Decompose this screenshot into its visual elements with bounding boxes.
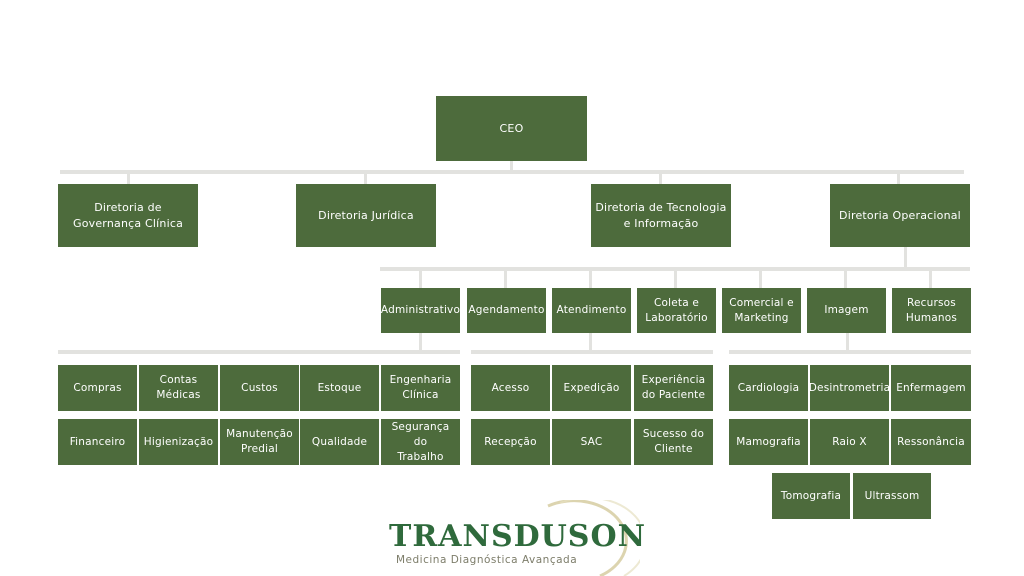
connector-dept-3 (589, 271, 592, 288)
connector-ceo-down (510, 161, 513, 170)
ceo-box: CEO (436, 96, 587, 161)
logo-name: TRANSDUSON (389, 519, 647, 554)
connector-imagem-down (846, 333, 849, 350)
department-comercial-marketing: Comercial e Marketing (722, 288, 801, 333)
connector-operacional (897, 174, 900, 184)
unit-desintrometria: Desintrometria (809, 365, 890, 411)
unit-recepcao: Recepção (471, 419, 550, 465)
unit-tomografia: Tomografia (772, 473, 850, 519)
connector-department-bar (380, 267, 970, 271)
connector-dept-1 (419, 271, 422, 288)
unit-sucesso-cliente: Sucesso do Cliente (634, 419, 713, 465)
connector-dept-6 (844, 271, 847, 288)
directorate-operacional: Diretoria Operacional (830, 184, 970, 247)
unit-sac: SAC (552, 419, 631, 465)
unit-manutencao-predial: Manutenção Predial (220, 419, 299, 465)
department-coleta-laboratorio: Coleta e Laboratório (637, 288, 716, 333)
connector-operacional-down (904, 247, 907, 268)
logo-tagline: Medicina Diagnóstica Avançada (396, 554, 578, 566)
unit-financeiro: Financeiro (58, 419, 137, 465)
connector-dept-4 (674, 271, 677, 288)
unit-enfermagem: Enfermagem (891, 365, 971, 411)
connector-atendimento-bar (471, 350, 713, 354)
unit-seguranca-trabalho: Segurança do Trabalho (381, 419, 460, 465)
unit-mamografia: Mamografia (729, 419, 808, 465)
unit-qualidade: Qualidade (300, 419, 379, 465)
connector-dept-5 (759, 271, 762, 288)
unit-raio-x: Raio X (810, 419, 889, 465)
unit-acesso: Acesso (471, 365, 550, 411)
unit-engenharia-clinica: Engenharia Clínica (381, 365, 460, 411)
connector-governanca (127, 174, 130, 184)
connector-imagem-bar (729, 350, 971, 354)
unit-estoque: Estoque (300, 365, 379, 411)
unit-custos: Custos (220, 365, 299, 411)
directorate-governanca-clinica: Diretoria de Governança Clínica (58, 184, 198, 247)
unit-ressonancia: Ressonância (891, 419, 971, 465)
unit-ultrassom: Ultrassom (853, 473, 931, 519)
connector-tecnologia (659, 174, 662, 184)
unit-compras: Compras (58, 365, 137, 411)
department-imagem: Imagem (807, 288, 886, 333)
unit-higienizacao: Higienização (139, 419, 218, 465)
department-administrativo: Administrativo (381, 288, 460, 333)
unit-cardiologia: Cardiologia (729, 365, 808, 411)
connector-atendimento-down (589, 333, 592, 350)
department-recursos-humanos: Recursos Humanos (892, 288, 971, 333)
directorate-tecnologia-informacao: Diretoria de Tecnologia e Informação (591, 184, 731, 247)
connector-dept-7 (929, 271, 932, 288)
connector-juridica (364, 174, 367, 184)
unit-expedicao: Expedição (552, 365, 631, 411)
directorate-juridica: Diretoria Jurídica (296, 184, 436, 247)
department-atendimento: Atendimento (552, 288, 631, 333)
unit-contas-medicas: Contas Médicas (139, 365, 218, 411)
connector-administrativo-down (419, 333, 422, 350)
unit-experiencia-paciente: Experiência do Paciente (634, 365, 713, 411)
department-agendamento: Agendamento (467, 288, 546, 333)
connector-directorate-bar (60, 170, 964, 174)
connector-dept-2 (504, 271, 507, 288)
connector-administrativo-bar (58, 350, 460, 354)
logo-arc-icon (547, 500, 640, 576)
